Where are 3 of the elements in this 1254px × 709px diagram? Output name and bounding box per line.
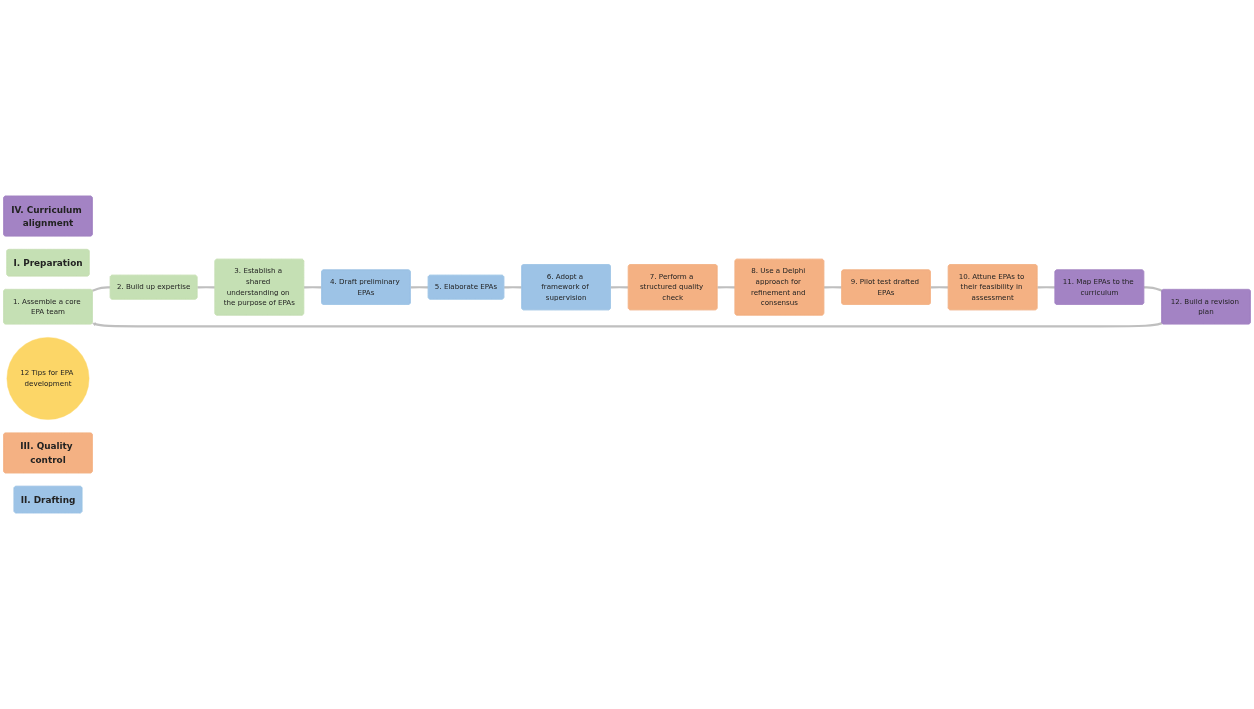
connector — [1144, 286, 1163, 292]
arrow — [92, 322, 1163, 328]
connector — [91, 286, 111, 292]
